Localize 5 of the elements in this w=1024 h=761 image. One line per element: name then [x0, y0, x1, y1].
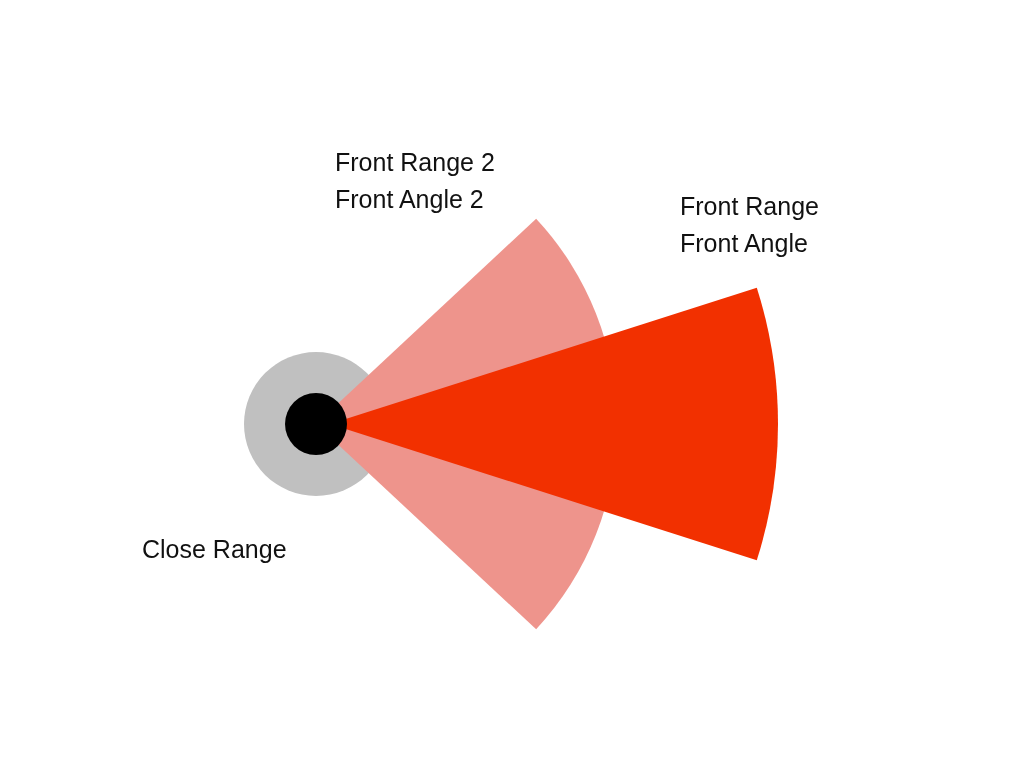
range-label: Close Range — [142, 534, 287, 564]
range-label: Front Range — [680, 191, 819, 221]
range-label: Front Angle — [680, 228, 808, 258]
range-label: Front Range 2 — [335, 147, 495, 177]
range-label: Front Angle 2 — [335, 184, 484, 214]
